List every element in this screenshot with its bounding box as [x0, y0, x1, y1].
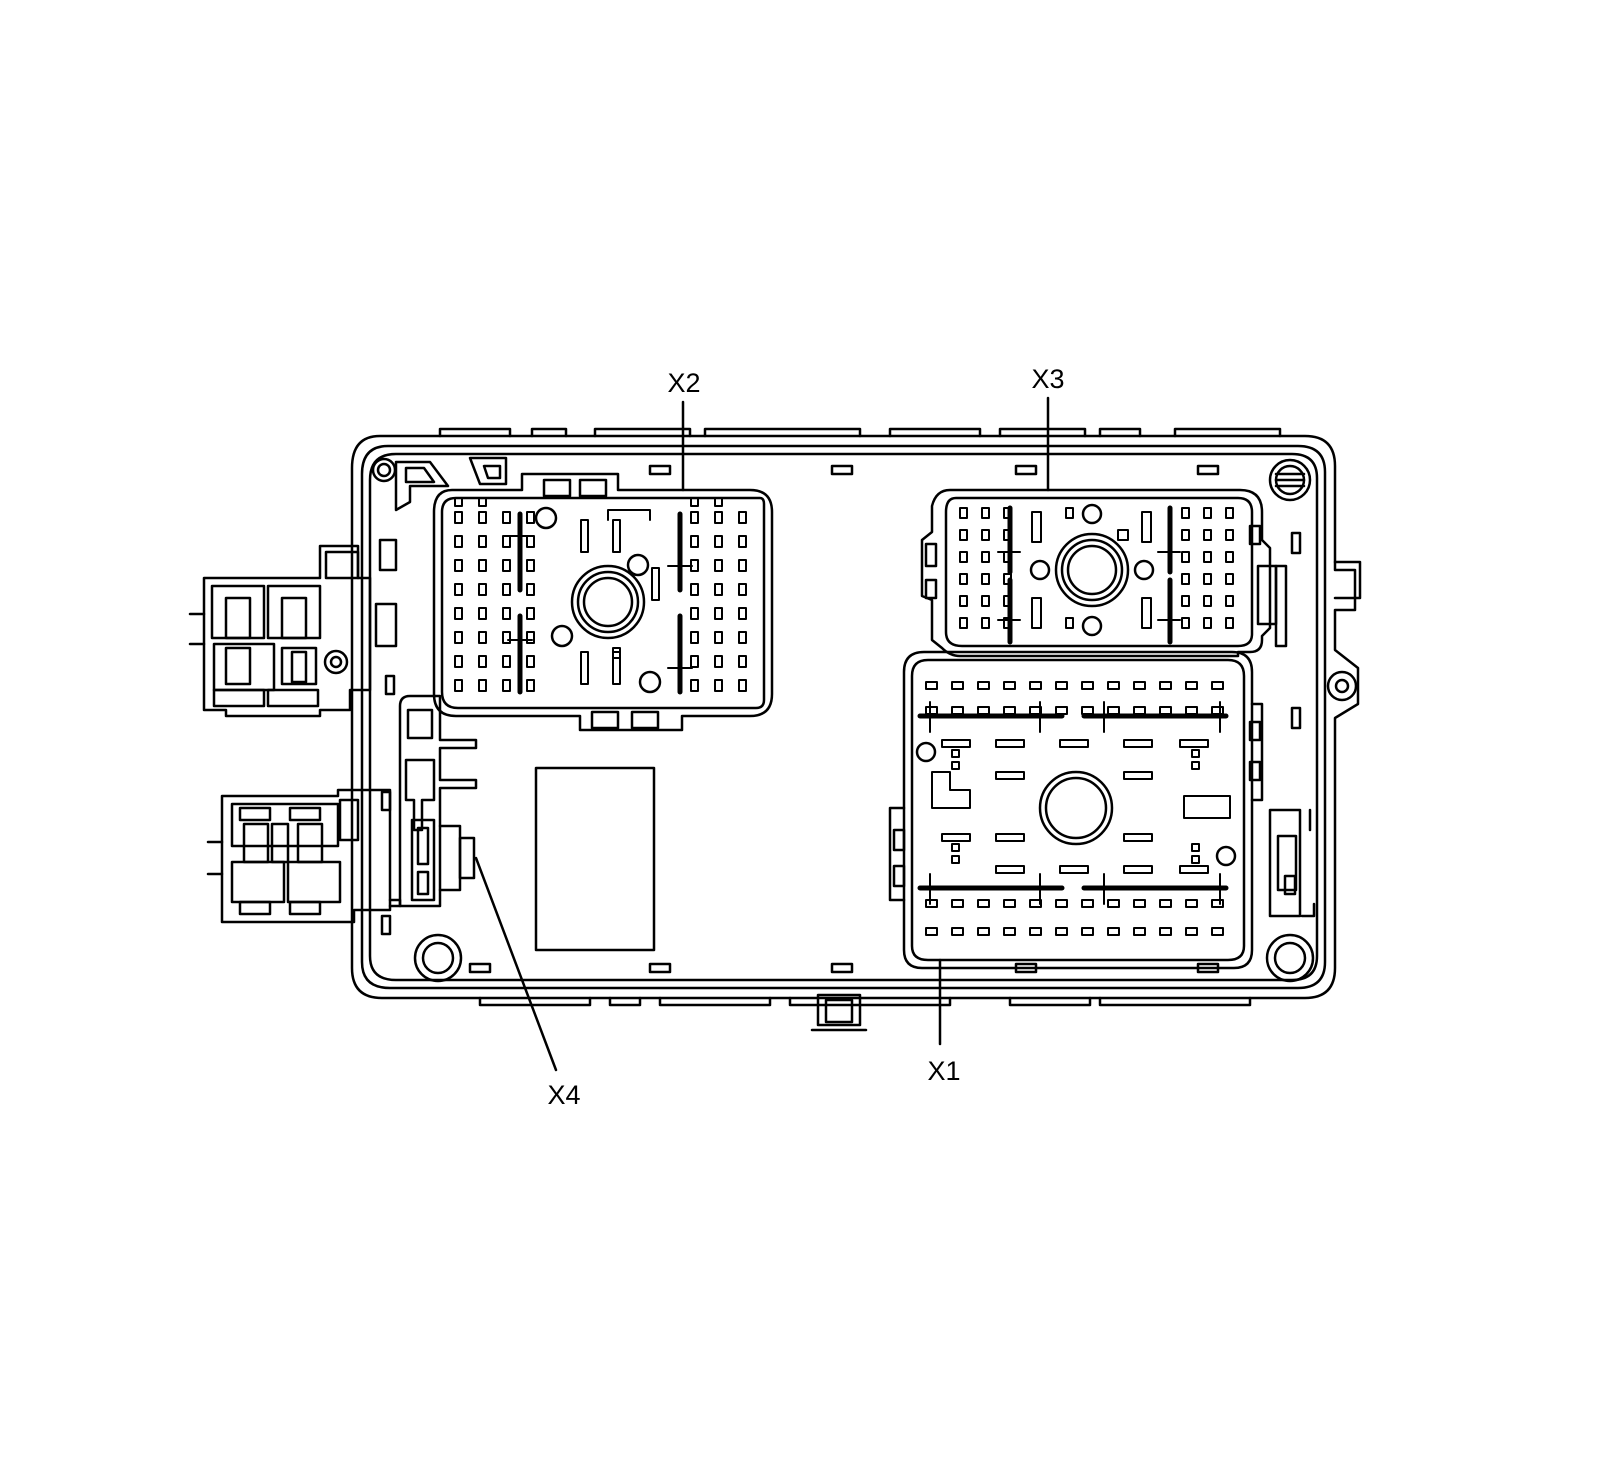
x2-center-boss: [570, 564, 646, 640]
top-left-latch: [394, 456, 508, 512]
module-housing: [350, 427, 1362, 1032]
connector-x1: [888, 650, 1316, 970]
left-side-connector-upper: [188, 538, 398, 718]
callout-label-x2: X2: [667, 368, 700, 398]
x2-terminal-grid: [454, 497, 747, 692]
x3-terminal-grid: [959, 507, 1234, 629]
leader-line-x4: [474, 856, 558, 1072]
mounting-boss-bottom-right: [1265, 933, 1315, 983]
left-side-connector-lower: [206, 788, 392, 924]
connector-x3: [920, 488, 1288, 658]
x1-center-boss: [1038, 770, 1114, 846]
connector-x2: [432, 472, 774, 732]
label-window: [534, 766, 656, 952]
x1-terminal-grid: [925, 681, 1231, 936]
x3-center-boss: [1054, 532, 1130, 608]
callout-label-x1: X1: [927, 1056, 960, 1086]
mounting-boss-bottom-left: [413, 933, 463, 983]
connector-x4: [388, 694, 478, 908]
callout-label-x3: X3: [1031, 364, 1064, 394]
callout-label-x4: X4: [547, 1080, 580, 1110]
mounting-boss-top-left: [371, 457, 397, 483]
mounting-boss-top-right: [1268, 458, 1312, 502]
